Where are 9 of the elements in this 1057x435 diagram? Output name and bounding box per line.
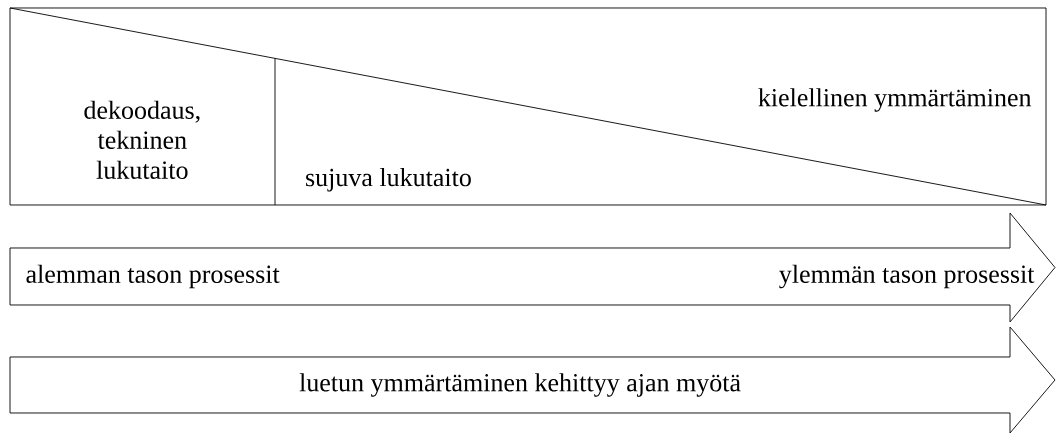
triangle-diagram: [9, 7, 1047, 206]
arrow-label: ylemmän tason prosessit: [779, 264, 1035, 289]
region-label: sujuva lukutaito: [306, 168, 471, 192]
arrow-label: luetun ymmärtäminen kehittyy ajan myötä: [299, 373, 741, 397]
cell-label: dekoodaus, tekninen lukutaito: [84, 100, 200, 179]
region-label: kielellinen ymmärtäminen: [758, 88, 1032, 112]
block-arrow: [9, 326, 1056, 434]
block-arrow: [9, 212, 1056, 323]
arrow-label: alemman tason prosessit: [26, 264, 280, 289]
